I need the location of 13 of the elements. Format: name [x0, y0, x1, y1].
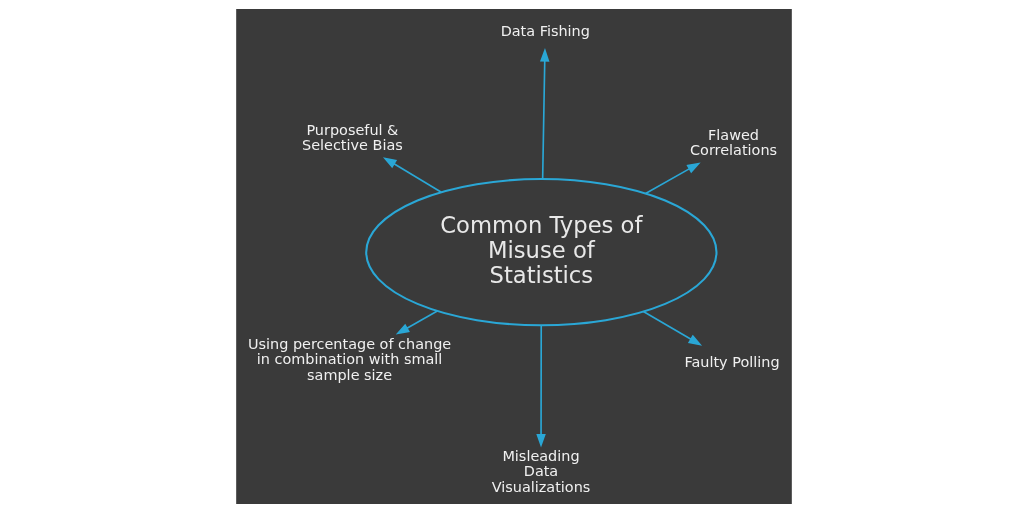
- node-text: Purposeful & Selective Bias: [302, 121, 403, 153]
- node-ellipse: Common Types of Misuse of Statistics: [365, 177, 718, 326]
- node-text: Flawed Correlations: [690, 126, 778, 158]
- arrow: [536, 323, 546, 448]
- node-text: Misleading Data Visualizations: [491, 447, 591, 495]
- arrow: [395, 309, 439, 335]
- arrow: [642, 310, 703, 346]
- node-text: Data Fishing: [500, 21, 590, 38]
- node-text: Using percentage of change in combination with small sample size: [247, 335, 452, 383]
- arrow: [644, 161, 701, 194]
- node-text: Faulty Polling: [684, 353, 780, 370]
- arrow: [382, 156, 443, 193]
- arrow: [539, 47, 550, 180]
